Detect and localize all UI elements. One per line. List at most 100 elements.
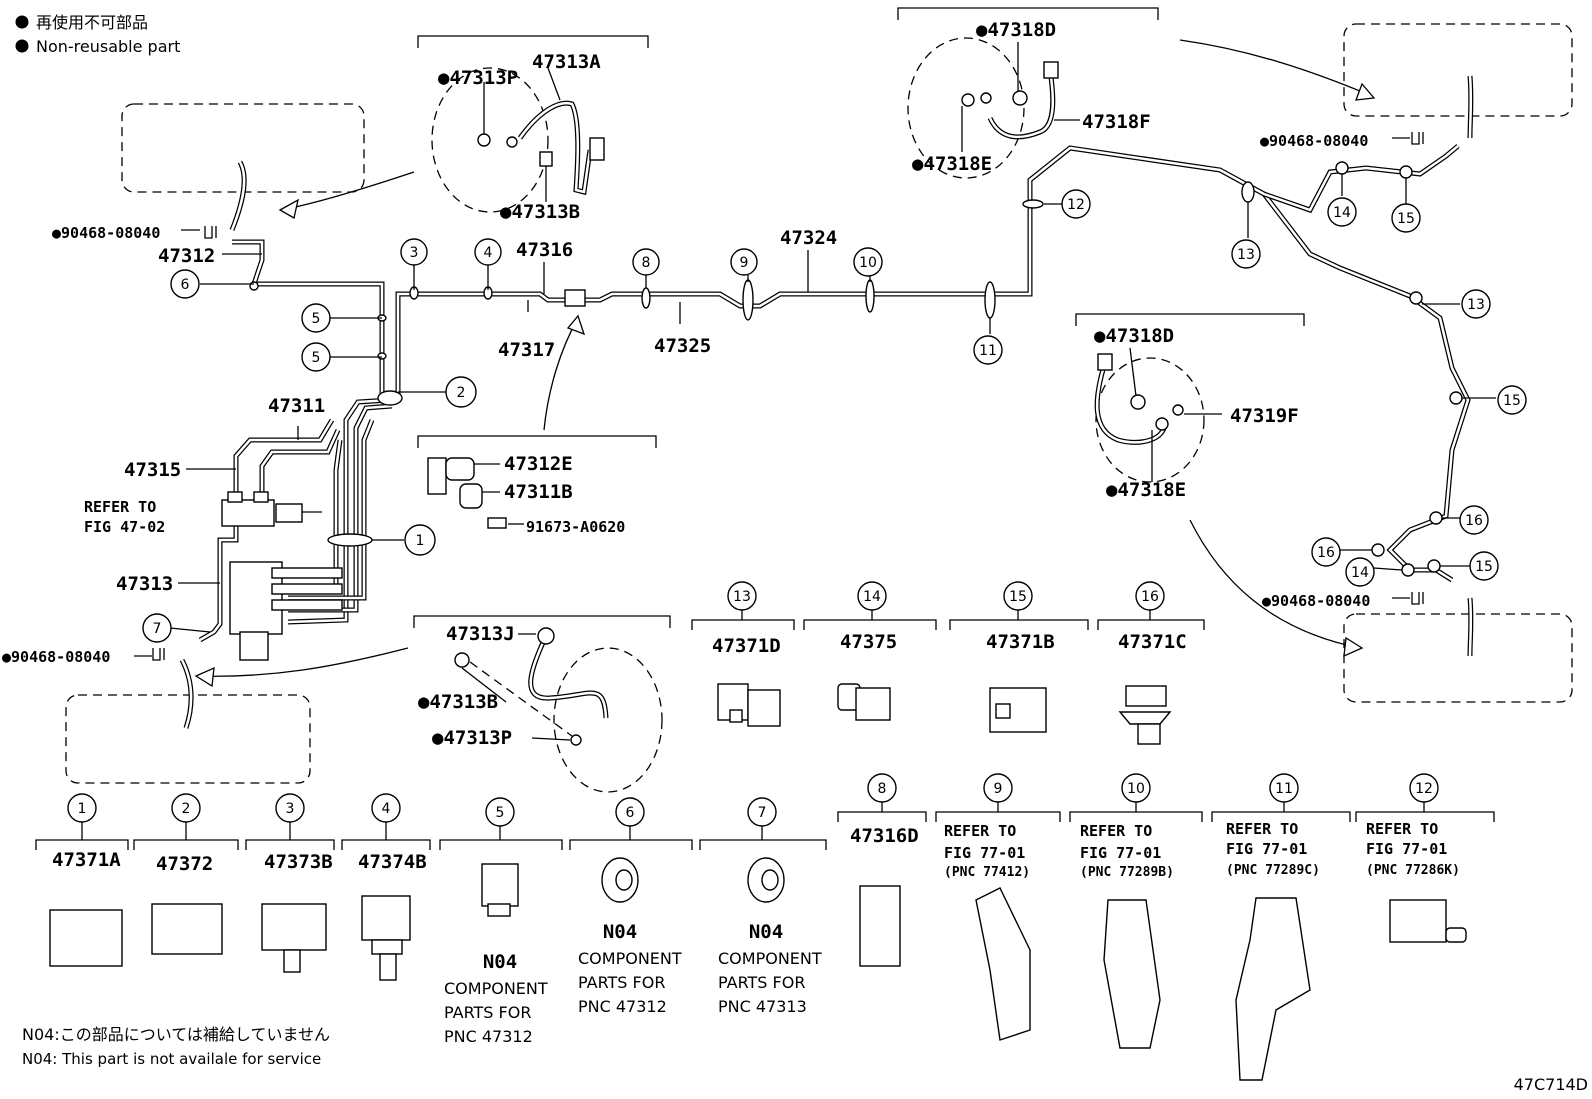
callout: 8 — [632, 248, 660, 276]
svg-text:13: 13 — [733, 589, 751, 605]
callout: 15 — [1469, 551, 1499, 581]
callout: 7 — [142, 613, 172, 643]
svg-text:PARTS FOR: PARTS FOR — [578, 973, 665, 992]
svg-text:47371A: 47371A — [52, 849, 121, 871]
label-refer-to: REFER TO — [84, 498, 156, 516]
detail-47312E — [417, 314, 657, 529]
svg-text:14: 14 — [863, 589, 881, 605]
part-card-3: 3 47373B — [245, 793, 335, 973]
svg-text:13: 13 — [1467, 297, 1485, 313]
label-47313B-low: ●47313B — [418, 691, 498, 713]
tube-clamps — [249, 161, 1463, 577]
callout-circles: 1 2 3 4 5 5 6 7 8 9 10 11 12 13 13 14 15… — [142, 189, 1527, 643]
label-47313A: 47313A — [532, 51, 601, 73]
svg-text:FIG 77-01: FIG 77-01 — [944, 844, 1025, 862]
svg-text:10: 10 — [1127, 781, 1145, 797]
label-47318D-top: ●47318D — [976, 19, 1056, 41]
part-card-12: 12 REFER TO FIG 77-01 (PNC 77286K) — [1355, 773, 1495, 943]
brake-tubes — [198, 144, 1471, 643]
callout: 13 — [1231, 239, 1261, 269]
label-47319F: 47319F — [1230, 405, 1299, 427]
svg-text:1: 1 — [78, 801, 87, 817]
wheel-box-rear-right — [1343, 613, 1573, 703]
svg-text:47371C: 47371C — [1118, 631, 1187, 653]
svg-text:(PNC 77286K): (PNC 77286K) — [1366, 863, 1460, 878]
callout: 15 — [1497, 385, 1527, 415]
svg-text:(PNC 77412): (PNC 77412) — [944, 865, 1030, 880]
label-47313J: 47313J — [446, 623, 515, 645]
label-91673: 91673-A0620 — [526, 518, 625, 536]
svg-text:REFER TO: REFER TO — [944, 822, 1016, 840]
svg-text:REFER TO: REFER TO — [1226, 820, 1298, 838]
detail-47313A — [278, 35, 649, 220]
svg-text:8: 8 — [642, 255, 651, 271]
legend-en: Non-reusable part — [36, 37, 180, 56]
parts-row-1: 13 47371D 14 47375 15 47371B 16 4737 — [691, 581, 1205, 745]
clip-icons — [152, 132, 1424, 661]
svg-text:5: 5 — [496, 805, 505, 821]
callout: 9 — [730, 248, 758, 276]
label-47324: 47324 — [780, 227, 837, 249]
part-card-10: 10 REFER TO FIG 77-01 (PNC 77289B) — [1069, 773, 1203, 1049]
svg-text:47373B: 47373B — [264, 851, 333, 873]
part-card-14: 14 47375 — [803, 581, 937, 721]
svg-text:4: 4 — [484, 245, 493, 261]
svg-text:7: 7 — [758, 805, 767, 821]
callout: 3 — [400, 238, 428, 266]
svg-text:15: 15 — [1475, 559, 1493, 575]
svg-text:9: 9 — [740, 255, 749, 271]
svg-text:PARTS FOR: PARTS FOR — [444, 1003, 531, 1022]
callout: 16 — [1459, 505, 1489, 535]
label-47318F: 47318F — [1082, 111, 1151, 133]
label-47318E-top: ●47318E — [912, 153, 992, 175]
svg-text:47371D: 47371D — [712, 635, 781, 657]
callout: 15 — [1391, 203, 1421, 233]
svg-text:2: 2 — [457, 385, 466, 401]
svg-text:15: 15 — [1009, 589, 1027, 605]
svg-text:FIG 77-01: FIG 77-01 — [1366, 840, 1447, 858]
callout: 5 — [301, 303, 331, 333]
svg-text:N04: N04 — [749, 921, 783, 943]
svg-text:3: 3 — [410, 245, 419, 261]
detail-47313J — [194, 615, 671, 793]
svg-text:7: 7 — [153, 621, 162, 637]
label-47318D-mid: ●47318D — [1094, 325, 1174, 347]
label-90468-right-low: ●90468-08040 — [1262, 592, 1370, 610]
part-card-5: 5 N04 COMPONENT PARTS FOR PNC 47312 — [439, 797, 563, 1046]
label-47311B: 47311B — [504, 481, 573, 503]
leader-lines — [134, 137, 1496, 657]
svg-text:COMPONENT: COMPONENT — [578, 949, 682, 968]
part-card-9: 9 REFER TO FIG 77-01 (PNC 77412) — [935, 773, 1061, 1041]
label-47318E-mid: ●47318E — [1106, 479, 1186, 501]
svg-text:5: 5 — [312, 311, 321, 327]
part-card-15: 15 47371B — [949, 581, 1089, 733]
svg-text:PARTS FOR: PARTS FOR — [718, 973, 805, 992]
part-card-1: 1 47371A — [35, 793, 129, 967]
note-n04-jp: N04:この部品については補給していません — [22, 1025, 330, 1044]
svg-text:12: 12 — [1415, 781, 1433, 797]
svg-text:14: 14 — [1333, 205, 1351, 221]
legend: 再使用不可部品 Non-reusable part — [15, 13, 180, 56]
label-47317: 47317 — [498, 339, 555, 361]
actuator — [221, 491, 343, 661]
svg-text:3: 3 — [286, 801, 295, 817]
part-card-2: 2 47372 — [133, 793, 239, 955]
svg-text:16: 16 — [1317, 545, 1335, 561]
svg-text:10: 10 — [859, 255, 877, 271]
part-card-11: 11 REFER TO FIG 77-01 (PNC 77289C) — [1211, 773, 1351, 1081]
part-card-6: 6 N04 COMPONENT PARTS FOR PNC 47312 — [569, 797, 693, 1016]
part-card-8: 8 47316D — [837, 773, 927, 967]
svg-text:47372: 47372 — [156, 853, 213, 875]
label-47313B-top: ●47313B — [500, 201, 580, 223]
callout: 2 — [445, 376, 477, 408]
callout: 13 — [1461, 289, 1491, 319]
part-card-16: 16 47371C — [1097, 581, 1205, 745]
svg-text:12: 12 — [1067, 197, 1085, 213]
svg-text:FIG 77-01: FIG 77-01 — [1226, 840, 1307, 858]
label-90468-left: ●90468-08040 — [52, 224, 160, 242]
callout: 14 — [1327, 197, 1357, 227]
proportioning-valve — [221, 499, 275, 527]
svg-text:FIG 77-01: FIG 77-01 — [1080, 844, 1161, 862]
label-47315: 47315 — [124, 459, 181, 481]
